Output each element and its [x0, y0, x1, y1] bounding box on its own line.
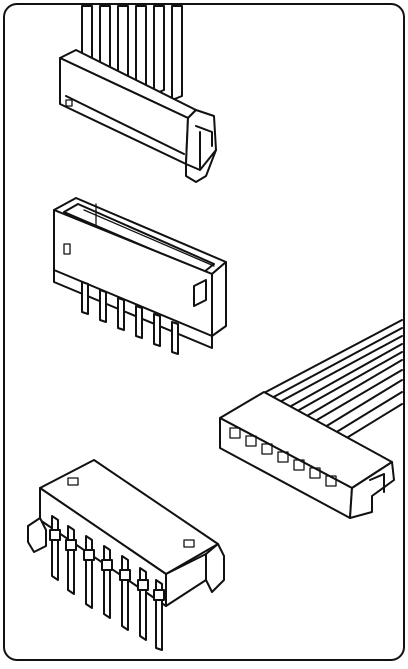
housing-wires: [81, 5, 183, 101]
right-angle-pin-collars: [49, 529, 165, 601]
ribbon-wires: [261, 319, 403, 443]
right-angle-header: [27, 459, 225, 651]
ribbon-cable-housing: [219, 319, 403, 519]
figure-frame: [3, 3, 405, 661]
vertical-pin-header: [53, 197, 227, 355]
crimp-housing-with-wires: [59, 5, 217, 183]
header-pins: [81, 281, 179, 355]
ribbon-contact-windows: [229, 427, 337, 487]
